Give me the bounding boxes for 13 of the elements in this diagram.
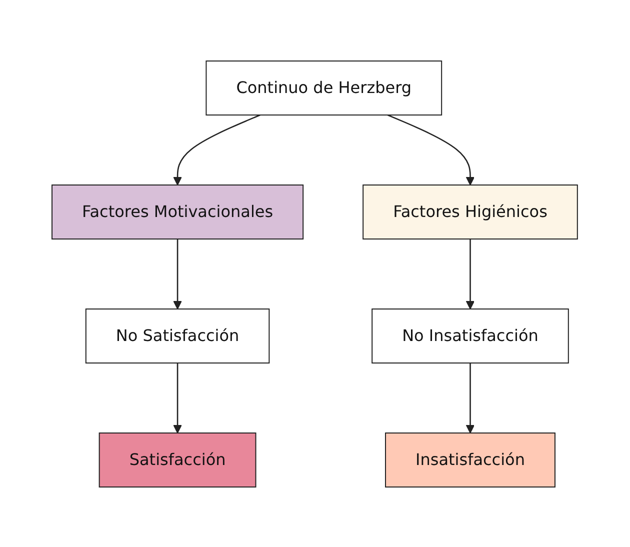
arrow [466, 238, 475, 309]
node-box: Factores Higiénicos [362, 184, 578, 239]
node-box: Satisfacción [99, 432, 257, 487]
node-box: Factores Motivacionales [52, 184, 304, 239]
node-box: No Insatisfacción [372, 308, 570, 363]
arrow [173, 362, 182, 433]
node-box: No Satisfacción [86, 308, 270, 363]
arrow [173, 238, 182, 309]
node-box: Continuo de Herzberg [206, 60, 442, 115]
arrow [466, 362, 475, 433]
arrow [173, 114, 261, 185]
arrow [388, 114, 475, 185]
node-box: Insatisfacción [385, 432, 556, 487]
